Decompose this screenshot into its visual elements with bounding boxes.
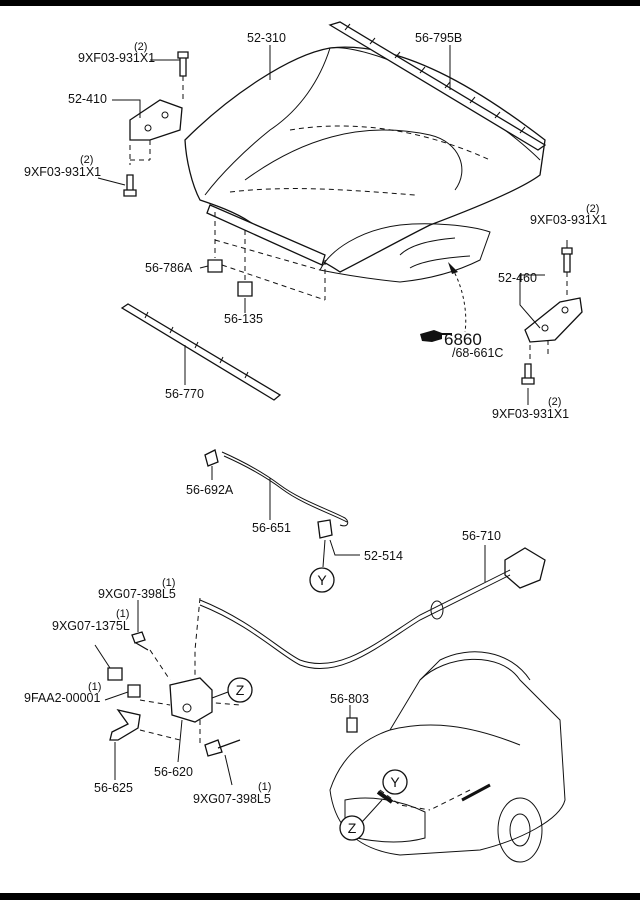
label-left-hinge-bolt-upper: 9XF03-931X1	[78, 51, 155, 65]
label-hood-seal-front: 56-795B	[415, 31, 462, 45]
callout-y-upper: Y	[309, 567, 335, 593]
pointing-hand-icon	[420, 330, 452, 342]
hood-bumper-stops	[207, 212, 326, 301]
label-right-hinge-bolt-lower: 9XF03-931X1	[492, 407, 569, 421]
qty-left-hinge-bolt-upper: (2)	[134, 41, 147, 53]
leader-lines	[94, 45, 568, 786]
label-bumper-stop: 56-786A	[145, 261, 193, 275]
bottom-border	[0, 893, 640, 900]
label-right-hinge-bolt-upper: 9XF03-931X1	[530, 213, 607, 227]
qty-left-hinge-bolt-lower: (2)	[80, 154, 93, 166]
label-stay-holder: 52-514	[364, 549, 403, 563]
label-hood: 52-310	[247, 31, 286, 45]
top-border	[0, 0, 640, 6]
callout-z-upper: Z	[227, 677, 253, 703]
qty-right-hinge-bolt-lower: (2)	[548, 396, 561, 408]
label-lock-nut: 9FAA2-00001	[24, 691, 100, 705]
vehicle-front-view	[329, 651, 566, 863]
right-hood-hinge	[521, 247, 583, 385]
label-ref-page: 6860	[444, 330, 482, 349]
label-left-hinge-bolt-lower: 9XF03-931X1	[24, 165, 101, 179]
label-cushion: 56-135	[224, 312, 263, 326]
label-ref-sub: /68-661C	[452, 346, 503, 360]
label-lock-bracket: 56-625	[94, 781, 133, 795]
callout-y-lower-text: Y	[390, 774, 400, 790]
qty-lock-bolt-c: (1)	[258, 781, 271, 793]
callout-y-lower: Y	[382, 769, 408, 795]
callout-z-lower: Z	[339, 815, 365, 841]
hood-panel	[184, 46, 546, 283]
label-bumper-rubber: 56-803	[330, 692, 369, 706]
callout-z-upper-text: Z	[236, 682, 245, 698]
label-lock-bolt-c: 9XG07-398L5	[193, 792, 271, 806]
label-lock-bolt-b: 9XG07-1375L	[52, 619, 130, 633]
qty-lock-bolt-b: (1)	[116, 608, 129, 620]
label-hood-stay: 56-651	[252, 521, 291, 535]
label-right-hinge: 52-460	[498, 271, 537, 285]
label-hood-lock: 56-620	[154, 765, 193, 779]
rear-hood-seal	[120, 303, 282, 401]
hood-lock-assembly	[107, 631, 241, 757]
hood-seal-strip	[328, 21, 547, 151]
callout-z-lower-text: Z	[348, 820, 357, 836]
left-hood-hinge	[123, 51, 189, 197]
qty-lock-bolt-a: (1)	[162, 577, 175, 589]
callout-y-upper-text: Y	[317, 572, 327, 588]
qty-right-hinge-bolt-upper: (2)	[586, 203, 599, 215]
qty-lock-nut: (1)	[88, 681, 101, 693]
label-left-hinge: 52-410	[68, 92, 107, 106]
label-rear-seal: 56-770	[165, 387, 204, 401]
label-lock-bolt-a: 9XG07-398L5	[98, 587, 176, 601]
hood-stay-assembly	[204, 449, 349, 539]
label-release-cable: 56-710	[462, 529, 501, 543]
label-clip: 56-692A	[186, 483, 234, 497]
